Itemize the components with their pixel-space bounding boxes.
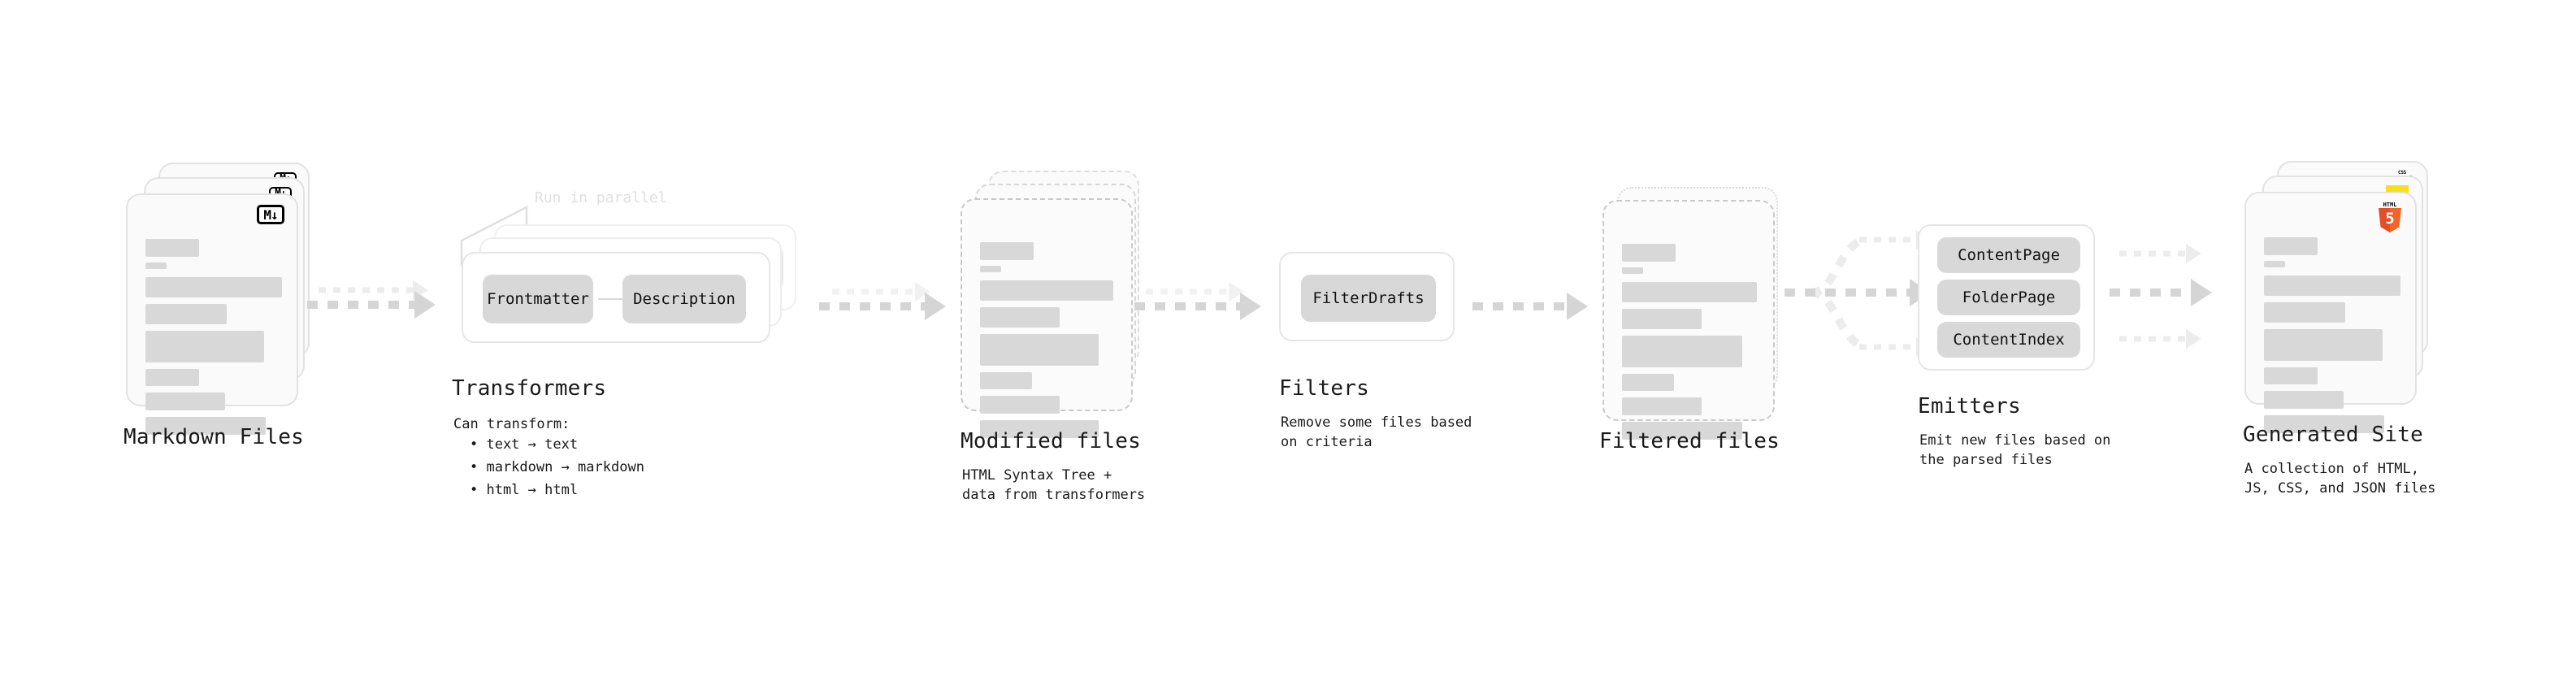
transformer-chip-frontmatter[interactable]: Frontmatter bbox=[483, 275, 593, 323]
placeholder-bar bbox=[1622, 397, 1702, 415]
placeholder-bar bbox=[1622, 374, 1674, 391]
connector-emitters-to-site-mid bbox=[2110, 279, 2220, 306]
placeholder-bar bbox=[980, 307, 1060, 327]
placeholder-bar bbox=[2264, 261, 2285, 267]
placeholder-bar bbox=[1622, 422, 1742, 440]
placeholder-bar bbox=[145, 239, 199, 257]
placeholder-bar bbox=[145, 262, 167, 269]
transformer-chip-description[interactable]: Description bbox=[622, 275, 746, 323]
transformers-bullet-2: • markdown → markdown bbox=[470, 459, 644, 475]
placeholder-bar bbox=[2264, 415, 2384, 433]
modified-placeholder-lines bbox=[980, 232, 1113, 438]
generated-site-title: Generated Site bbox=[2243, 423, 2423, 447]
html5-badge-word: HTML bbox=[2383, 202, 2397, 208]
placeholder-bar bbox=[980, 420, 1099, 438]
generated-site-subtitle: A collection of HTML, JS, CSS, and JSON … bbox=[2244, 461, 2436, 497]
markdown-icon: M↓ bbox=[257, 205, 284, 224]
transformers-subtitle: Can transform: bbox=[453, 416, 570, 432]
placeholder-bar bbox=[1622, 267, 1643, 274]
emitters-subtitle: Emit new files based on the parsed files bbox=[1919, 432, 2111, 468]
connector-modified-to-filters bbox=[1134, 293, 1271, 320]
emitters-title: Emitters bbox=[1918, 394, 2021, 419]
placeholder-bar bbox=[145, 417, 266, 435]
filters-subtitle: Remove some files based on criteria bbox=[1281, 414, 1472, 450]
css-badge-label: CSS bbox=[2398, 170, 2406, 176]
transformers-bullet-1: • text → text bbox=[470, 436, 579, 453]
modified-files-title: Modified files bbox=[961, 429, 1141, 453]
filters-group: FilterDrafts bbox=[1279, 252, 1455, 341]
connector-emitters-to-site-bottom bbox=[2119, 325, 2210, 353]
connector-md-to-transformers bbox=[307, 291, 445, 319]
placeholder-bar bbox=[1622, 244, 1676, 262]
modified-files-subtitle: HTML Syntax Tree + data from transformer… bbox=[962, 467, 1146, 503]
emitters-group: ContentPage FolderPage ContentIndex bbox=[1918, 224, 2095, 371]
site-card-front: HTML 5 bbox=[2244, 192, 2417, 433]
placeholder-bar bbox=[145, 304, 227, 324]
html5-badge-digit: 5 bbox=[2385, 210, 2395, 228]
filtered-files-title: Filtered files bbox=[1599, 429, 1780, 453]
site-placeholder-lines bbox=[2264, 226, 2400, 433]
markdown-files-title: Markdown Files bbox=[124, 425, 304, 449]
modified-card-front bbox=[961, 198, 1133, 438]
placeholder-bar bbox=[980, 334, 1099, 366]
placeholder-bar bbox=[2264, 391, 2344, 409]
placeholder-bar bbox=[1622, 336, 1742, 367]
placeholder-bar bbox=[2264, 237, 2318, 255]
placeholder-bar bbox=[1622, 309, 1702, 329]
run-in-parallel-label: Run in parallel bbox=[535, 189, 667, 206]
filtered-card-front bbox=[1602, 200, 1775, 440]
emitter-chip-contentindex[interactable]: ContentIndex bbox=[1937, 322, 2080, 358]
html5-badge: HTML 5 bbox=[2378, 202, 2402, 232]
placeholder-bar bbox=[2264, 367, 2318, 384]
placeholder-bar bbox=[980, 280, 1113, 301]
placeholder-bar bbox=[145, 369, 199, 386]
placeholder-bar bbox=[145, 277, 282, 297]
emitter-chip-contentpage[interactable]: ContentPage bbox=[1937, 237, 2080, 273]
placeholder-bar bbox=[2264, 329, 2383, 361]
placeholder-bar bbox=[980, 266, 1001, 272]
placeholder-bar bbox=[980, 242, 1034, 260]
placeholder-bar bbox=[145, 331, 264, 362]
transformers-group-front: Frontmatter Description bbox=[462, 252, 770, 343]
transformers-title: Transformers bbox=[452, 376, 607, 401]
connector-emitters-to-site-top bbox=[2119, 240, 2210, 267]
emitter-chip-folderpage[interactable]: FolderPage bbox=[1937, 280, 2080, 315]
markdown-card-front: M↓ bbox=[126, 193, 298, 435]
connector-filters-to-filtered bbox=[1472, 293, 1596, 320]
filters-title: Filters bbox=[1279, 376, 1369, 401]
transformers-bullet-3: • html → html bbox=[470, 482, 579, 498]
connector-transformers-to-modified bbox=[819, 293, 956, 320]
placeholder-bar bbox=[980, 372, 1032, 389]
placeholder-bar bbox=[2264, 302, 2345, 323]
markdown-placeholder-lines bbox=[145, 228, 282, 435]
placeholder-bar bbox=[2264, 275, 2400, 296]
placeholder-bar bbox=[145, 393, 225, 410]
filtered-placeholder-lines bbox=[1622, 234, 1757, 440]
placeholder-bar bbox=[1622, 282, 1757, 302]
placeholder-bar bbox=[980, 396, 1060, 414]
filter-chip-filterdrafts[interactable]: FilterDrafts bbox=[1301, 275, 1436, 322]
